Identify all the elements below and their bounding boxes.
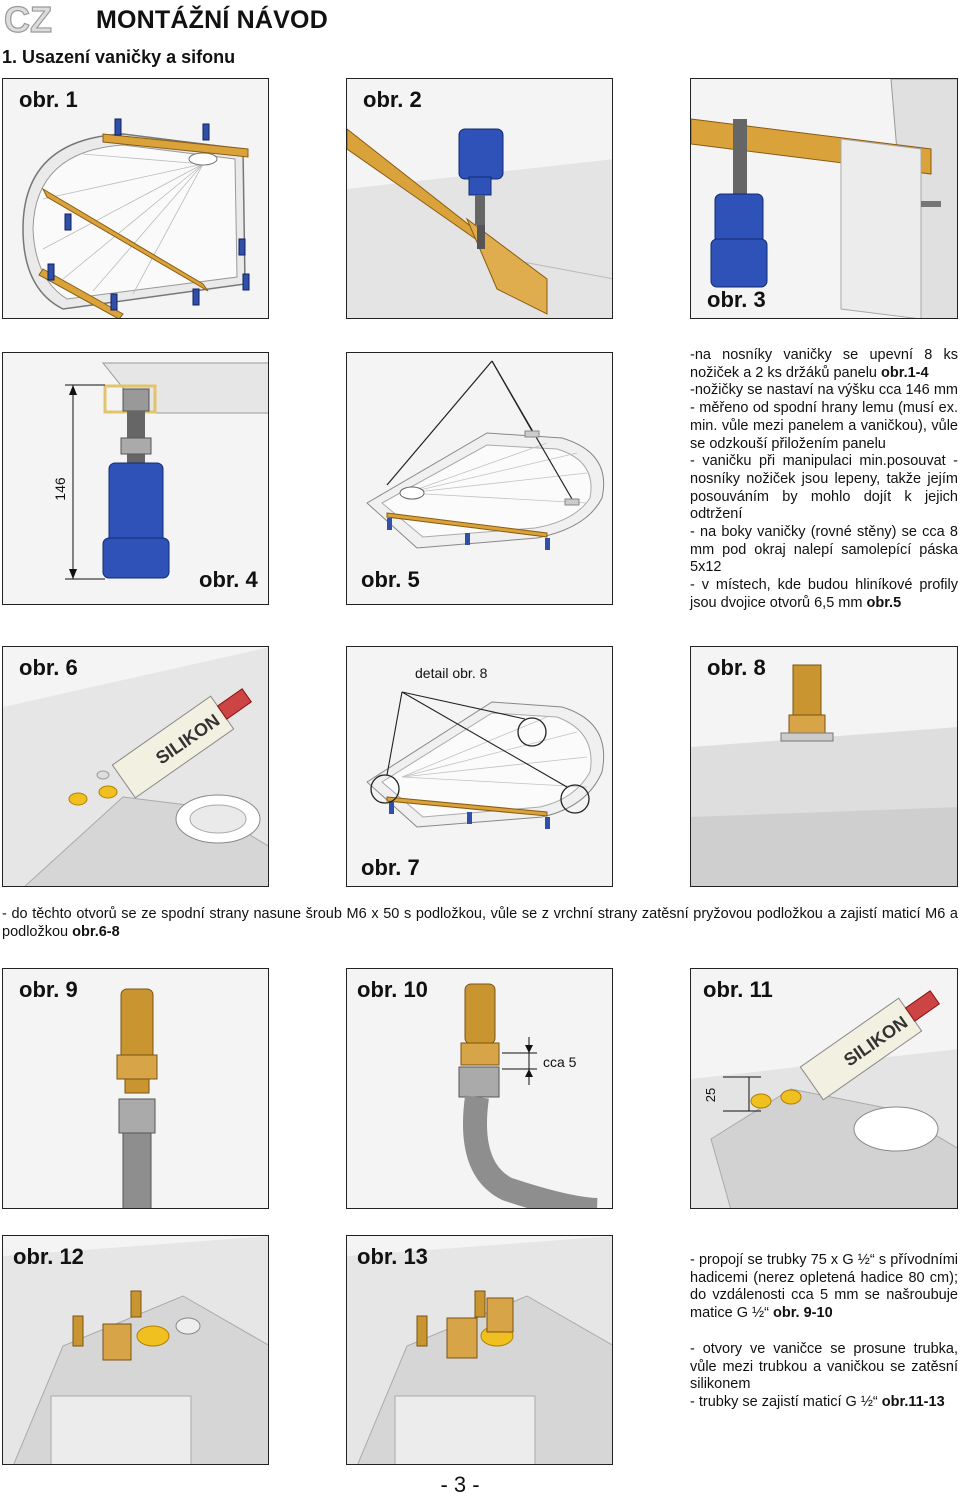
lang-badge-text: CZ (4, 2, 52, 36)
instruction-1: -na nosníky vaničky se upevní 8 ks nožič… (690, 347, 958, 381)
figure-5-drawing (366, 360, 605, 550)
instruction-3: - vaničku při manipulaci min.posouvat - … (690, 453, 958, 523)
instruction-7: - propojí se trubky 75 x G ½“ s přívodní… (690, 1252, 958, 1322)
figure-12-label: obr. 12 (13, 1244, 84, 1269)
figure-7-label: obr. 7 (361, 855, 420, 880)
figure-2-drawing (347, 128, 612, 318)
figure-4-label: obr. 4 (199, 567, 258, 592)
instruction-6: - do těchto otvorů se ze spodní strany n… (2, 906, 958, 940)
instruction-2: -nožičky se nastaví na výšku cca 146 mm … (690, 382, 958, 452)
figure-3-label: obr. 3 (707, 287, 766, 312)
figure-6: SILIKON obr. 6 (2, 646, 269, 887)
figure-2: obr. 2 (346, 78, 613, 319)
figure-10-dimension: cca 5 (543, 1054, 577, 1070)
figure-7-detail-label: detail obr. 8 (415, 665, 488, 681)
figure-7: detail obr. 8 obr. 7 (346, 646, 613, 887)
figure-8: obr. 8 (690, 646, 958, 887)
figure-4-drawing: 146 (52, 362, 268, 580)
figure-5: obr. 5 (346, 352, 613, 605)
figure-7-drawing (366, 691, 605, 829)
figure-2-label: obr. 2 (363, 87, 422, 112)
figure-12-drawing (3, 1236, 268, 1464)
figure-1: obr. 1 (2, 78, 269, 319)
lang-badge: CZ (2, 2, 68, 36)
figure-4: 146 obr. 4 (2, 352, 269, 605)
figure-5-label: obr. 5 (361, 567, 420, 592)
figure-13-label: obr. 13 (357, 1244, 428, 1269)
figure-10-label: obr. 10 (357, 977, 428, 1002)
instructions-block-2: - do těchto otvorů se ze spodní strany n… (2, 906, 958, 941)
page-number: - 3 - (440, 1472, 480, 1497)
figure-11: SILIKON 25 obr. 11 (690, 968, 958, 1209)
figure-9: obr. 9 (2, 968, 269, 1209)
figure-13-drawing (347, 1236, 612, 1464)
instruction-4: - na boky vaničky (rovné stěny) se cca 8… (690, 524, 958, 576)
figure-3-drawing (691, 79, 957, 318)
instructions-block-1: -na nosníky vaničky se upevní 8 ks nožič… (690, 347, 958, 613)
figure-9-drawing (116, 988, 158, 1208)
figure-11-dimension: 25 (703, 1088, 718, 1102)
figure-4-dimension: 146 (52, 477, 68, 501)
figure-10-drawing (458, 983, 598, 1208)
instruction-8: - otvory ve vaničce se prosune trubka, v… (690, 1340, 958, 1393)
page-title: MONTÁŽNÍ NÁVOD (96, 6, 328, 34)
section-title: 1. Usazení vaničky a sifonu (2, 47, 236, 67)
instruction-5: - v místech, kde budou hliníkové profily… (690, 577, 958, 611)
instruction-9: - trubky se zajistí maticí G ½“ obr.11-1… (690, 1393, 945, 1410)
figure-11-label: obr. 11 (703, 977, 773, 1002)
figure-6-label: obr. 6 (19, 655, 78, 680)
lang-badge-graphic: CZ (3, 2, 52, 36)
figure-1-label: obr. 1 (19, 87, 78, 112)
figure-6-drawing: SILIKON (3, 647, 268, 886)
figure-9-label: obr. 9 (19, 977, 78, 1002)
figure-8-label: obr. 8 (707, 655, 766, 680)
figure-10: cca 5 obr. 10 (346, 968, 613, 1209)
figure-8-drawing (691, 664, 957, 886)
figure-11-drawing: SILIKON 25 (691, 990, 957, 1208)
figure-13: obr. 13 (346, 1235, 613, 1465)
figure-3: obr. 3 (690, 78, 958, 319)
instructions-block-3: - propojí se trubky 75 x G ½“ s přívodní… (690, 1252, 958, 1412)
figure-1-drawing (22, 118, 250, 318)
figure-12: obr. 12 (2, 1235, 269, 1465)
